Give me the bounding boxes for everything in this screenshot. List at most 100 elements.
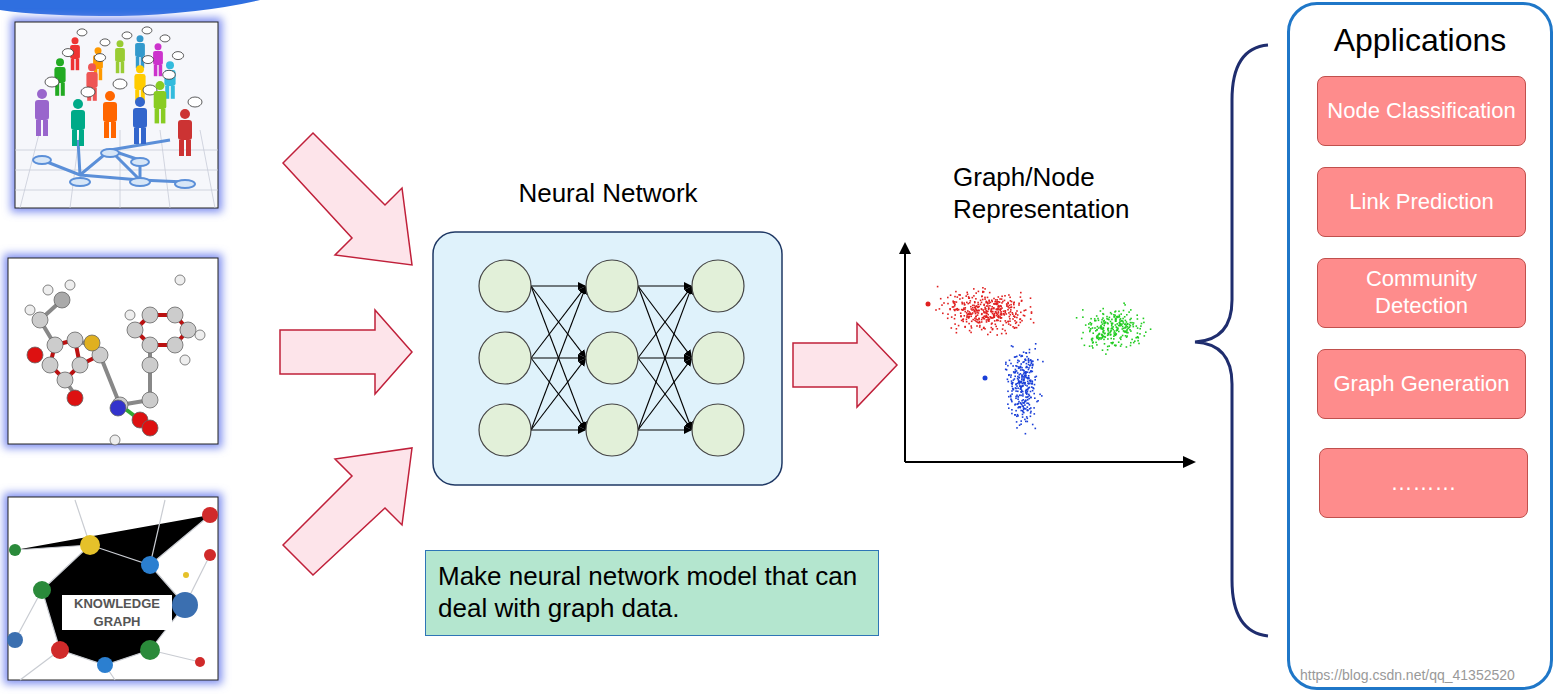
- network-edge: [638, 286, 692, 429]
- scatter-point: [1034, 379, 1036, 381]
- scatter-point: [1021, 385, 1023, 387]
- scatter-point: [990, 317, 992, 319]
- scatter-point: [1111, 343, 1113, 345]
- scatter-point: [1009, 320, 1011, 322]
- scatter-point: [1007, 391, 1009, 393]
- scatter-point: [1019, 424, 1021, 426]
- scatter-point: [1111, 319, 1113, 321]
- scatter-point: [1010, 376, 1012, 378]
- scatter-point: [1112, 342, 1114, 344]
- scatter-point: [1019, 367, 1021, 369]
- network-edge: [638, 287, 691, 358]
- image-caption: KNOWLEDGE GRAPH: [62, 595, 172, 630]
- scatter-point: [1015, 312, 1017, 314]
- scatter-point: [1107, 335, 1109, 337]
- scatter-point: [974, 301, 976, 303]
- scatter-point: [1098, 339, 1100, 341]
- scatter-point: [987, 303, 989, 305]
- scatter-point: [1095, 342, 1097, 344]
- scatter-point: [1025, 421, 1027, 423]
- scatter-point: [1009, 318, 1011, 320]
- scatter-point: [1122, 335, 1124, 337]
- scatter-point: [996, 315, 998, 317]
- scatter-point: [1002, 324, 1004, 326]
- scatter-point: [1000, 320, 1002, 322]
- scatter-point: [1023, 412, 1025, 414]
- scatter-point: [1020, 406, 1022, 408]
- scatter-point: [980, 304, 982, 306]
- scatter-point: [1017, 403, 1019, 405]
- scatter-point: [1096, 315, 1098, 317]
- scatter-point: [1145, 331, 1147, 333]
- scatter-point: [998, 312, 1000, 314]
- scatter-point: [977, 306, 979, 308]
- scatter-point: [1008, 396, 1010, 398]
- speech-bubble: [122, 32, 132, 39]
- scatter-point: [1100, 327, 1102, 329]
- person-figure: [71, 87, 95, 146]
- atom: [167, 337, 183, 353]
- scatter-point: [989, 292, 991, 294]
- scatter-point: [964, 304, 966, 306]
- scatter-point: [953, 303, 955, 305]
- network-edge: [531, 429, 585, 430]
- scatter-point: [959, 298, 961, 300]
- scatter-point: [1089, 345, 1091, 347]
- scatter-point: [1137, 336, 1139, 338]
- scatter-point: [1015, 403, 1017, 405]
- scatter-point: [1032, 381, 1034, 383]
- scatter-point: [1108, 319, 1110, 321]
- scatter-point: [947, 303, 949, 305]
- scatter-point: [1129, 324, 1131, 326]
- scatter-point: [981, 308, 983, 310]
- heading: Graph/Node Representation: [953, 162, 1183, 225]
- scatter-point: [979, 326, 981, 328]
- neuron: [479, 404, 531, 456]
- scatter-point: [1141, 323, 1143, 325]
- scatter-point: [1025, 372, 1027, 374]
- scatter-point: [1015, 356, 1017, 358]
- scatter-point: [1025, 374, 1027, 376]
- note-text: Make neural network model that can deal …: [438, 561, 866, 624]
- scatter-point: [1096, 344, 1098, 346]
- scatter-point: [1116, 329, 1118, 331]
- scatter-point: [1119, 325, 1121, 327]
- scatter-point: [1030, 411, 1032, 413]
- scatter-point: [1026, 367, 1028, 369]
- scatter-point: [1119, 325, 1121, 327]
- speech-bubble: [188, 97, 202, 107]
- scatter-point: [1108, 332, 1110, 334]
- scatter-point: [1133, 326, 1135, 328]
- neuron: [692, 260, 744, 312]
- scatter-point: [978, 312, 980, 314]
- person-figure: [134, 56, 153, 103]
- scatter-point: [1124, 331, 1126, 333]
- scatter-point: [1016, 404, 1018, 406]
- scatter-point: [982, 309, 984, 311]
- scatter-point: [1120, 345, 1122, 347]
- scatter-point: [1017, 387, 1019, 389]
- scatter-point: [1018, 377, 1020, 379]
- scatter-point: [1015, 365, 1017, 367]
- scatter-point: [1137, 340, 1139, 342]
- scatter-point: [1012, 318, 1014, 320]
- scatter-point: [1020, 410, 1022, 412]
- scatter-point: [1016, 317, 1018, 319]
- scatter-point: [1020, 382, 1022, 384]
- scatter-point: [987, 311, 989, 313]
- scatter-point: [1028, 378, 1030, 380]
- scatter-point: [1022, 383, 1024, 385]
- scatter-point: [991, 327, 993, 329]
- atom: [167, 307, 183, 323]
- scatter-point: [964, 315, 966, 317]
- scatter-point: [956, 301, 958, 303]
- scatter-point: [1121, 344, 1123, 346]
- scatter-point: [1029, 404, 1031, 406]
- scatter-point: [982, 292, 984, 294]
- neural-network-figure: [433, 232, 782, 485]
- scatter-point: [1025, 309, 1027, 311]
- application-box: ………: [1319, 448, 1528, 518]
- scatter-point: [1015, 390, 1017, 392]
- scatter-point: [1117, 317, 1119, 319]
- scatter-point: [1008, 312, 1010, 314]
